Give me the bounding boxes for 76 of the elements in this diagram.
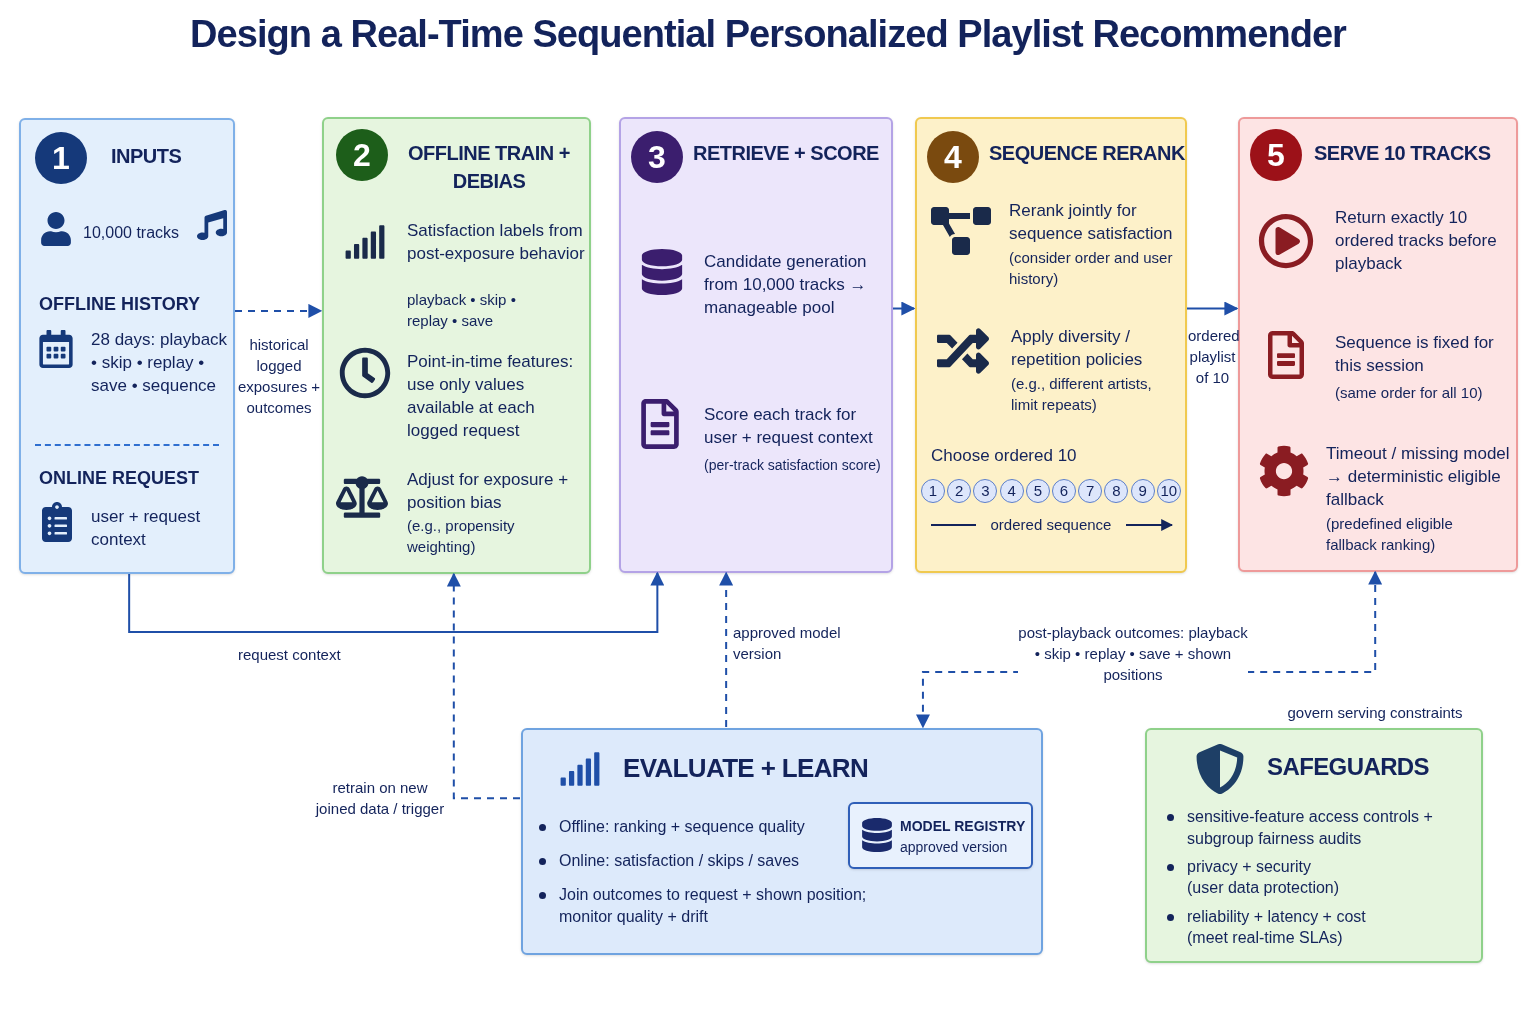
bullet-text: Join outcomes to request + shown position; monitor quality + drift bbox=[559, 885, 868, 927]
edge-label: ordered playlist of 10 bbox=[1188, 326, 1237, 388]
item-text: user + request context bbox=[91, 506, 202, 551]
item-detail: (meet real-time SLAs) bbox=[1187, 928, 1344, 948]
diagram-title: Design a Real-Time Sequential Personalized Playlist Recommender bbox=[189, 12, 1348, 57]
position-number: 6 bbox=[1052, 479, 1076, 503]
panel-heading: SERVE 10 TRACKS bbox=[1314, 141, 1492, 166]
stage-panel bbox=[619, 117, 893, 573]
arrow bbox=[234, 303, 323, 318]
position-number: 3 bbox=[973, 479, 998, 503]
item-text: Score each track for user + request context bbox=[704, 404, 874, 449]
item-detail: (consider order and user history) bbox=[1009, 248, 1174, 289]
panel-heading: EVALUATE + LEARN bbox=[623, 752, 870, 784]
item-text: Sequence is fixed for this session bbox=[1335, 332, 1495, 377]
panel-heading: INPUTS bbox=[111, 144, 183, 169]
item-text: Rerank jointly for sequence satisfaction bbox=[1009, 200, 1174, 245]
item-text: 10,000 tracks bbox=[83, 223, 181, 243]
stage-panel bbox=[322, 117, 591, 574]
stage-panel bbox=[1238, 117, 1518, 572]
bullet-text: Offline: ranking + sequence quality bbox=[559, 817, 806, 837]
section-heading: ONLINE REQUEST bbox=[39, 467, 200, 490]
registry-heading: MODEL REGISTRY bbox=[900, 817, 1027, 836]
edge-label: historical logged exposures + outcomes bbox=[236, 335, 322, 418]
step-number: 1 bbox=[35, 132, 87, 184]
item-text: Candidate generation from 10,000 tracks → manageable pool bbox=[704, 251, 868, 319]
step-number: 4 bbox=[927, 131, 979, 183]
position-number: 5 bbox=[1025, 479, 1050, 503]
stage-panel bbox=[915, 117, 1187, 573]
item-text: Return exactly 10 ordered tracks before playback bbox=[1335, 207, 1498, 275]
position-number: 4 bbox=[999, 479, 1024, 503]
item-detail: (predefined eligible fallback ranking) bbox=[1326, 514, 1454, 555]
edge-label: retrain on new joined data / trigger bbox=[314, 778, 446, 819]
arrow bbox=[892, 301, 916, 316]
item-text: Point-in-time features: use only values available at each logged request bbox=[407, 351, 575, 442]
item-text: Timeout / missing model → deterministic eligible fallback bbox=[1326, 443, 1511, 511]
position-number: 1 bbox=[921, 479, 945, 503]
section-heading: OFFLINE HISTORY bbox=[39, 293, 201, 316]
panel-heading: OFFLINE TRAIN + DEBIAS bbox=[407, 141, 571, 194]
item-detail: (per-track satisfaction score) bbox=[704, 456, 882, 475]
item-detail: (e.g., different artists, limit repeats) bbox=[1011, 374, 1153, 415]
edge-label: approved model version bbox=[733, 623, 842, 664]
position-number: 7 bbox=[1078, 479, 1103, 503]
item-detail: (e.g., propensity weighting) bbox=[407, 516, 516, 557]
bullet-text: privacy + security bbox=[1187, 857, 1313, 877]
panel-heading: RETRIEVE + SCORE bbox=[693, 141, 880, 166]
item-text: 28 days: playback • skip • replay • save • sequence bbox=[91, 329, 229, 397]
arrow bbox=[128, 571, 665, 633]
position-number: 9 bbox=[1130, 479, 1155, 503]
panel-heading: SEQUENCE RERANK bbox=[989, 141, 1186, 166]
position-number: 8 bbox=[1104, 479, 1129, 503]
item-detail: (user data protection) bbox=[1187, 878, 1341, 898]
arrow bbox=[446, 572, 521, 800]
bullet-text: reliability + latency + cost bbox=[1187, 907, 1367, 927]
step-number: 3 bbox=[631, 131, 683, 183]
edge-label: request context bbox=[238, 645, 342, 665]
item-text: Apply diversity / repetition policies bbox=[1011, 326, 1144, 371]
position-number: 2 bbox=[947, 479, 972, 503]
stage-panel bbox=[521, 728, 1043, 955]
step-number: 5 bbox=[1250, 129, 1302, 181]
panel-heading: SAFEGUARDS bbox=[1267, 752, 1430, 782]
step-number: 2 bbox=[336, 129, 388, 181]
item-detail: (same order for all 10) bbox=[1335, 383, 1484, 403]
position-number: 10 bbox=[1156, 479, 1181, 503]
arrow bbox=[719, 571, 734, 728]
item-text: Adjust for exposure + position bias bbox=[407, 469, 570, 514]
stage-panel bbox=[1145, 728, 1483, 963]
item-text: Satisfaction labels from post-exposure behavior bbox=[407, 220, 586, 265]
bullet-text: Online: satisfaction / skips / saves bbox=[559, 851, 801, 871]
section-heading: Choose ordered 10 bbox=[931, 445, 1078, 467]
arrow bbox=[1186, 301, 1239, 316]
stage-panel bbox=[19, 118, 235, 574]
bullet-text: sensitive-feature access controls + subgroup fairness audits bbox=[1187, 807, 1434, 849]
registry-text: approved version bbox=[900, 838, 1009, 857]
registry-box bbox=[848, 802, 1033, 869]
item-detail: playback • skip • replay • save bbox=[407, 290, 517, 331]
note-text: govern serving constraints bbox=[1286, 703, 1464, 723]
